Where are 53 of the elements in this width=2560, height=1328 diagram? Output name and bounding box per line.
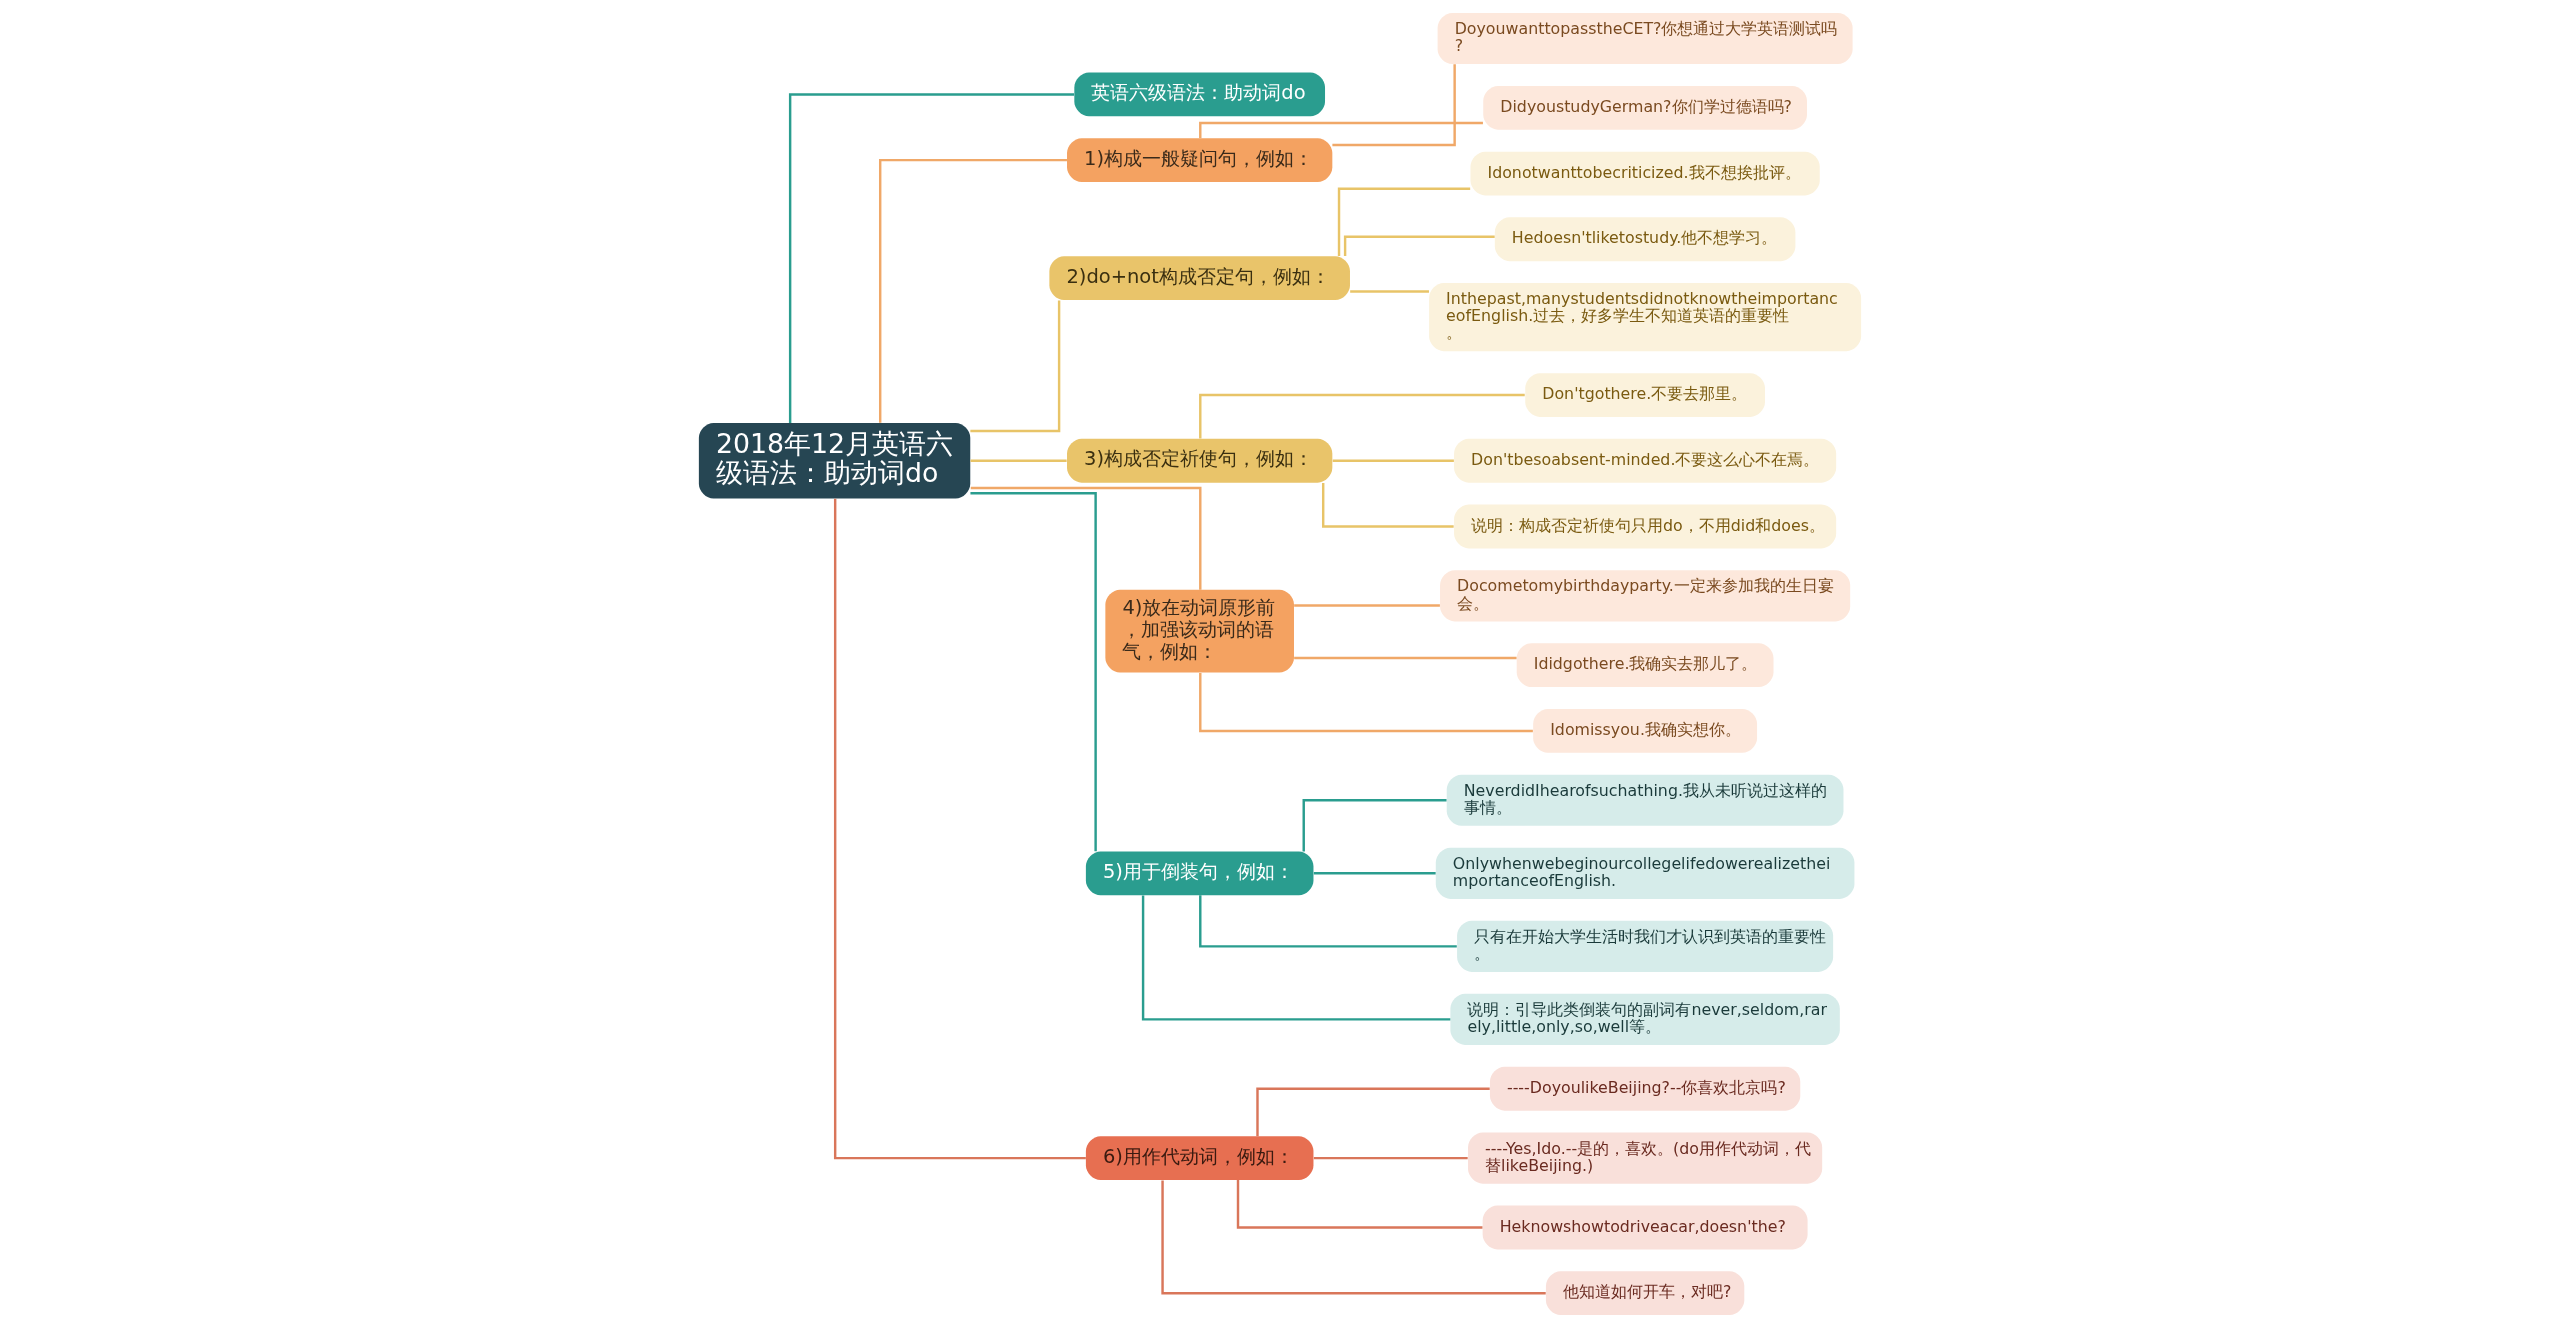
connector <box>1199 121 1483 139</box>
node-box: Don'tgothere.不要去那里。 <box>1525 373 1765 417</box>
node-box: 6)用作代动词，例如： <box>1085 1136 1314 1180</box>
node-box: Idomissyou.我确实想你。 <box>1533 709 1758 753</box>
connector <box>1199 672 1533 733</box>
node-box: 1)构成一般疑问句，例如： <box>1067 138 1333 183</box>
node-box: ----DoyoulikeBeijing?--你喜欢北京吗? <box>1489 1066 1801 1111</box>
node-box: Docometomybirthdayparty.一定来参加我的生日宴会。 <box>1440 570 1851 622</box>
node-box: Idonotwanttobecriticized.我不想挨批评。 <box>1470 151 1820 196</box>
node-box: 5)用于倒装句，例如： <box>1085 851 1314 896</box>
connector <box>1332 64 1456 147</box>
node-box: 只有在开始大学生活时我们才认识到英语的重要性。 <box>1457 920 1834 972</box>
node-box: DidyoustudyGerman?你们学过德语吗? <box>1483 85 1807 130</box>
node-box: Hedoesn'tliketostudy.他不想学习。 <box>1494 217 1796 262</box>
connector <box>970 300 1061 433</box>
node-box: 他知道如何开车，对吧? <box>1545 1271 1745 1316</box>
node-box: 英语六级语法：助动词do <box>1074 72 1326 117</box>
node-box: ----Yes,Ido.--是的，喜欢。(do用作代动词，代替likeBeijing.) <box>1468 1132 1823 1184</box>
connector <box>970 486 1202 590</box>
node-box: 说明：引导此类倒装句的副词有never,seldom,rarely,little,only,so,well等。 <box>1450 993 1840 1045</box>
node-box: 4)放在动词原形前，加强该动词的语气，例如： <box>1105 589 1294 673</box>
connector <box>833 498 1086 1160</box>
node-box: NeverdidIhearofsuchathing.我从未听说过这样的事情。 <box>1446 774 1844 826</box>
node-box: Ididgothere.我确实去那儿了。 <box>1516 643 1774 688</box>
connector <box>970 492 1097 852</box>
node-box: Heknowshowtodriveacar,doesn'the? <box>1482 1205 1808 1250</box>
node-box: 说明：构成否定祈使句只用do，不用did和does。 <box>1454 504 1837 549</box>
connector <box>1343 235 1495 257</box>
node-box: 3)构成否定祈使句，例如： <box>1067 438 1333 483</box>
node-box: Inthepast,manystudentsdidnotknowtheimportanceofEnglish.过去，好多学生不知道英语的重要性。 <box>1429 283 1862 352</box>
connector <box>788 93 1074 423</box>
connector <box>1350 290 1429 293</box>
connector <box>1313 872 1436 875</box>
node-box: 2018年12月英语六级语法：助动词do <box>698 423 971 499</box>
connector <box>1199 393 1525 439</box>
connector <box>1141 895 1451 1021</box>
connector <box>1161 1180 1546 1295</box>
connector <box>1294 656 1517 660</box>
connector <box>1294 604 1440 607</box>
connector <box>1302 799 1447 852</box>
node-box: 2)do+not构成否定句，例如： <box>1049 256 1350 301</box>
node-box: DoyouwanttopasstheCET?你想通过大学英语测试吗? <box>1437 12 1853 64</box>
connector <box>1236 1180 1483 1229</box>
node-box: Don'tbesoabsent-minded.不要这么心不在焉。 <box>1454 438 1837 483</box>
connector <box>1313 1156 1468 1160</box>
connector <box>1332 459 1454 462</box>
connector <box>1199 895 1457 948</box>
connector <box>1337 187 1471 257</box>
connector <box>1256 1087 1490 1137</box>
connector <box>1322 483 1454 528</box>
connector <box>970 459 1067 462</box>
connector <box>879 158 1067 423</box>
node-box: OnlywhenwebeginourcollegelifedowerealizetheimportanceofEnglish. <box>1435 847 1855 899</box>
